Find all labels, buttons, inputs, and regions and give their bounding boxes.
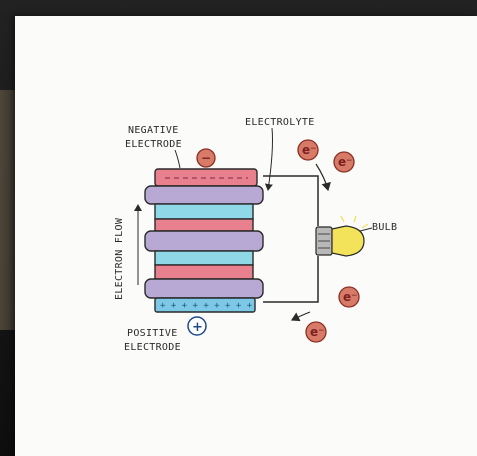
svg-text:e⁻: e⁻ [302, 143, 316, 157]
circuit-wire [263, 176, 318, 302]
electron: e⁻ [298, 140, 318, 160]
svg-text:e⁻: e⁻ [343, 290, 357, 304]
bulb-label: BULB [372, 222, 397, 233]
electrolyte-layer [155, 204, 253, 219]
battery-stack [145, 169, 263, 312]
svg-text:+: + [192, 320, 203, 335]
negative-electrode-label-line2: ELECTRODE [125, 139, 182, 150]
svg-text:−: − [201, 151, 211, 165]
positive-electrode-label-line2: ELECTRODE [124, 342, 181, 353]
electron-flow-label: ELECTRON FLOW [114, 217, 125, 300]
positive-charge-symbol: + [188, 317, 206, 335]
separator-layer [145, 186, 263, 204]
electron: e⁻ [306, 322, 326, 342]
electron: e⁻ [334, 152, 354, 172]
separator-layer [145, 231, 263, 251]
electrolyte-label: ELECTROLYTE [245, 117, 315, 128]
bulb-icon [316, 226, 364, 256]
svg-text:e⁻: e⁻ [338, 155, 352, 169]
electrolyte-layer [155, 251, 253, 265]
negative-label-pointer [175, 150, 180, 168]
negative-charge-symbol: − [197, 149, 215, 167]
electron: e⁻ [339, 287, 359, 307]
separator-layer [145, 279, 263, 298]
electrolyte-label-pointer [268, 128, 273, 190]
positive-electrode-label-line1: POSITIVE [127, 328, 178, 339]
negative-electrode-label-line1: NEGATIVE [128, 125, 179, 136]
svg-text:e⁻: e⁻ [310, 325, 324, 339]
electron-path-arrow-bottom [292, 312, 310, 320]
bulb-label-pointer [360, 228, 372, 231]
positive-plate-charges: + + + + + + + + + [160, 301, 253, 311]
electrode-layer [155, 265, 253, 279]
electrode-layer [155, 219, 253, 231]
